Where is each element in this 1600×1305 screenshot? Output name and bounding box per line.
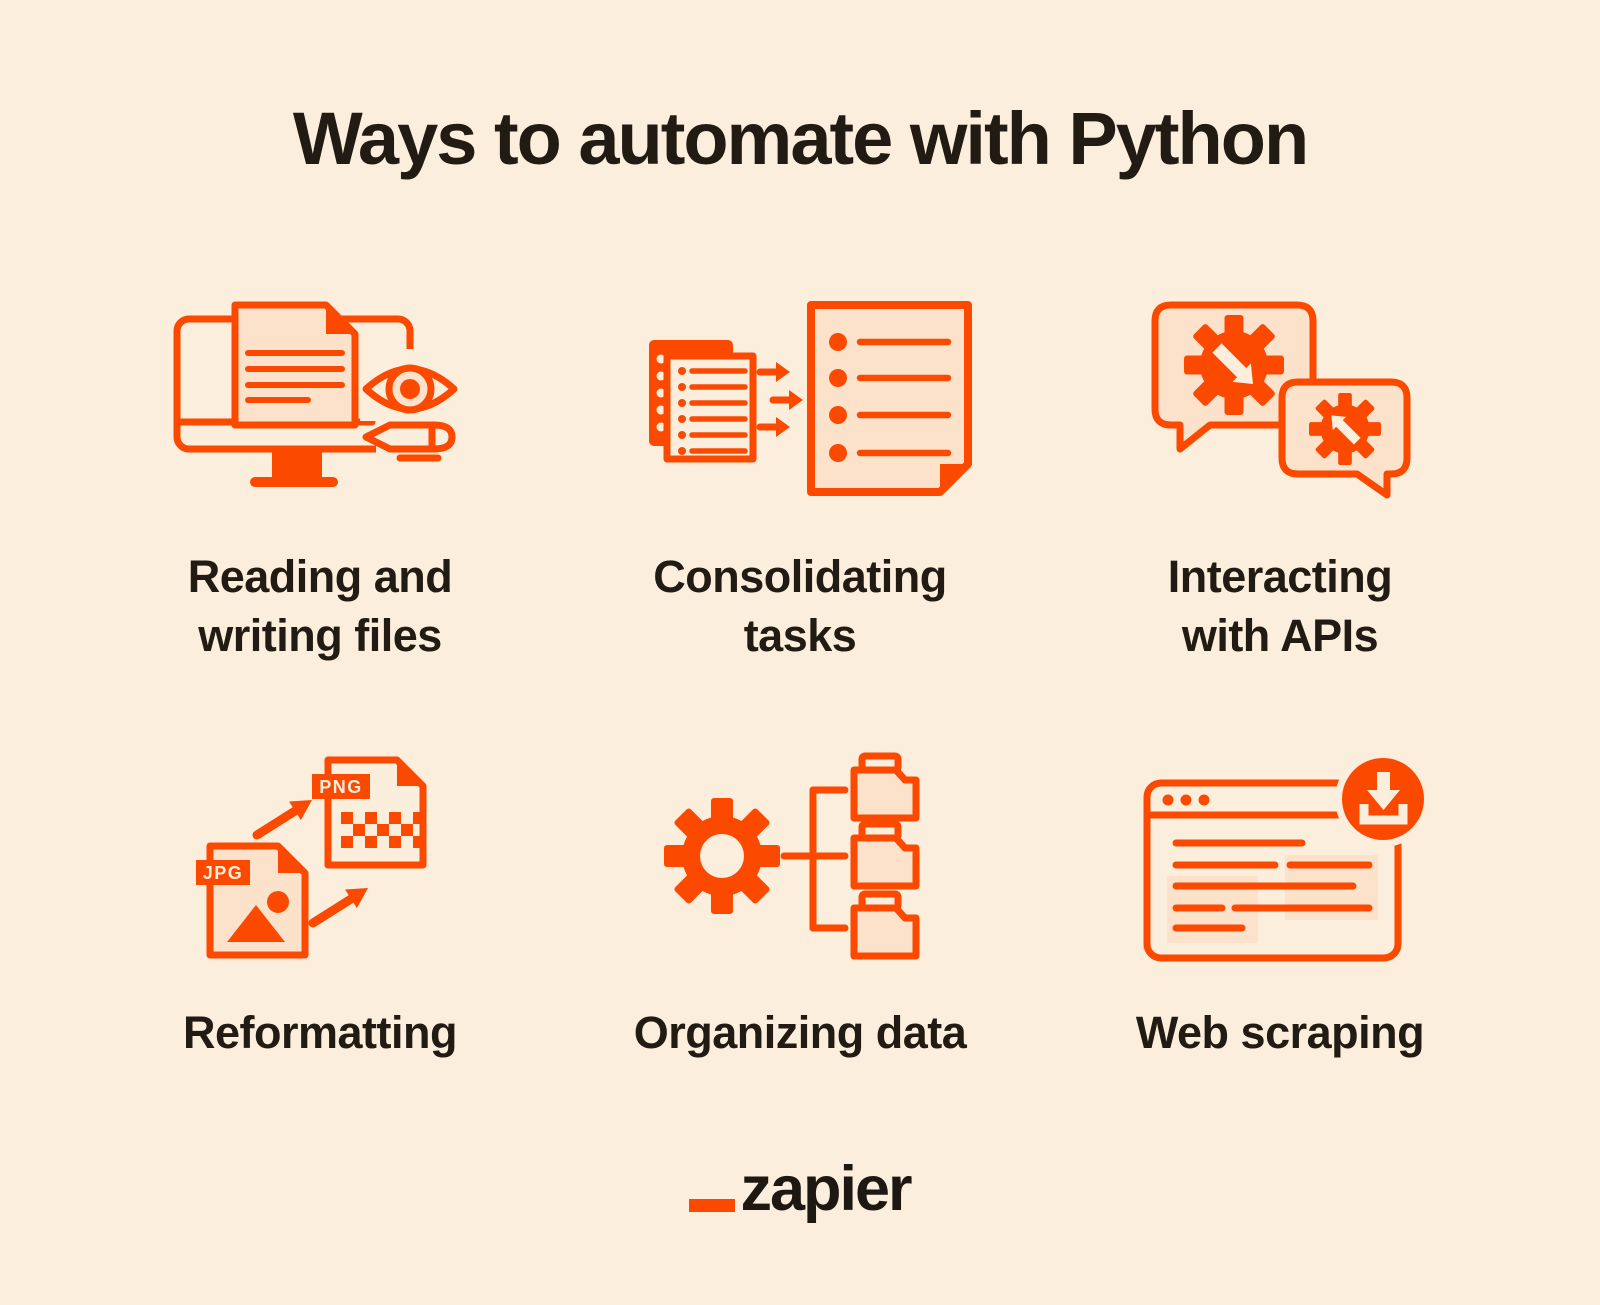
item-label: Reformatting [183,1007,458,1058]
zapier-logo: zapier [0,1158,1600,1221]
checkerboard-pattern [341,812,423,848]
png-file-icon: PNG [312,756,427,869]
grid-item-reformatting: PNG JPG [80,728,560,1063]
pen-icon [362,421,456,462]
gear-icon [664,798,780,914]
conversion-arrows-icon [252,800,368,928]
jpg-to-png-conversion-icon: PNG JPG [196,756,427,959]
monitor-document-eye-pen-icon [173,301,468,487]
jpg-badge-label: JPG [203,863,244,883]
item-label: Organizing data [633,1007,967,1058]
logo-underscore-icon [689,1199,736,1212]
item-label: Interacting with APIs [1167,551,1393,661]
icon-grid-row-2: PNG JPG [80,728,1520,1063]
folder-icon [850,820,920,890]
gear-arrow-out-icon [1184,315,1284,415]
merge-arrows-icon [756,362,803,437]
grid-item-reading-writing-files: Reading and writing files [80,272,560,665]
browser-download-icon [1143,751,1431,962]
download-badge-icon [1335,751,1431,847]
jpg-file-icon: JPG [196,842,309,959]
page-text-lines [1172,839,1373,932]
item-label: Web scraping [1135,1007,1425,1058]
grid-item-interacting-with-apis: Interacting with APIs [1040,272,1520,665]
grid-item-organizing-data: Organizing data [560,728,1040,1063]
page-title: Ways to automate with Python [292,97,1309,180]
list-page-front-icon [663,352,757,463]
folder-icon [850,752,920,822]
png-badge-label: PNG [319,777,363,797]
task-lists-merge-icon [649,301,972,496]
item-label: Reading and writing files [187,551,453,661]
logo-wordmark: zapier [740,1154,912,1224]
item-label: Consolidating tasks [653,551,947,661]
icon-grid-row-1: Reading and writing files [80,272,1520,665]
consolidated-document-icon [807,301,972,496]
chat-bubbles-gears-icon [1151,301,1411,499]
folder-icon [850,890,920,960]
tree-connector [780,786,849,932]
gear-arrow-in-icon [1309,393,1381,465]
document-icon [231,301,359,429]
eye-icon [362,364,458,414]
grid-item-web-scraping: Web scraping [1040,728,1520,1063]
grid-item-consolidating-tasks: Consolidating tasks [560,272,1040,665]
gear-folder-tree-icon [664,752,920,960]
